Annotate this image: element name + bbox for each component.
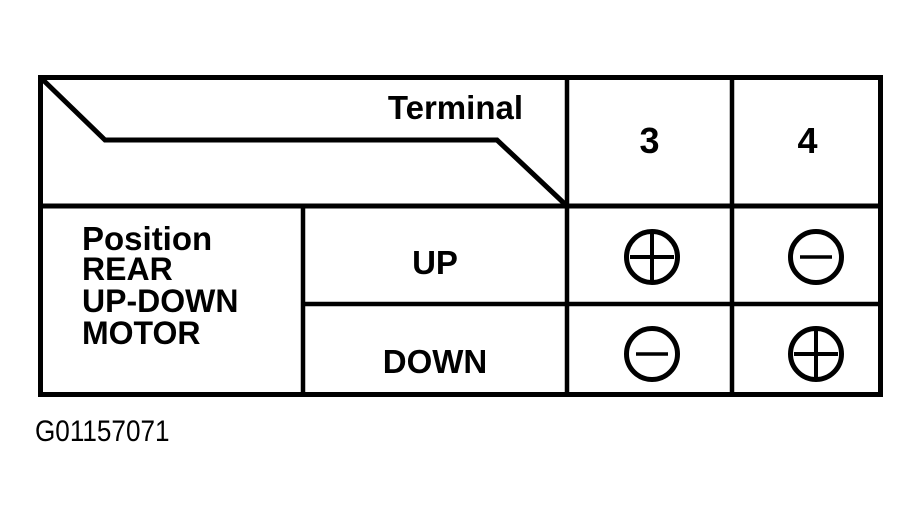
corner-position-label: Position (82, 220, 213, 257)
row-group-label-rear-up-down-motor: REAR UP-DOWN MOTOR (82, 253, 238, 349)
polarity-plus-icon (624, 229, 680, 285)
column-header-terminal-3: 3 (639, 119, 660, 161)
column-header-terminal-4: 4 (797, 119, 818, 161)
terminal-position-table: Terminal Position 3 4 REAR UP-DOWN MOTOR… (38, 75, 883, 397)
corner-terminal-label: Terminal (387, 89, 523, 126)
row-label-up: UP (412, 244, 458, 281)
row-group-label-line: MOTOR (82, 315, 201, 351)
row-group-label-line: REAR (82, 251, 173, 287)
polarity-minus-icon (624, 326, 680, 382)
polarity-minus-icon (788, 229, 844, 285)
row-group-label-line: UP-DOWN (82, 283, 239, 319)
table-grid-lines (38, 75, 883, 397)
figure-id-caption: G01157071 (35, 415, 170, 448)
polarity-plus-icon (788, 326, 844, 382)
header-diagonal-divider (38, 75, 569, 208)
row-label-down: DOWN (382, 342, 488, 380)
